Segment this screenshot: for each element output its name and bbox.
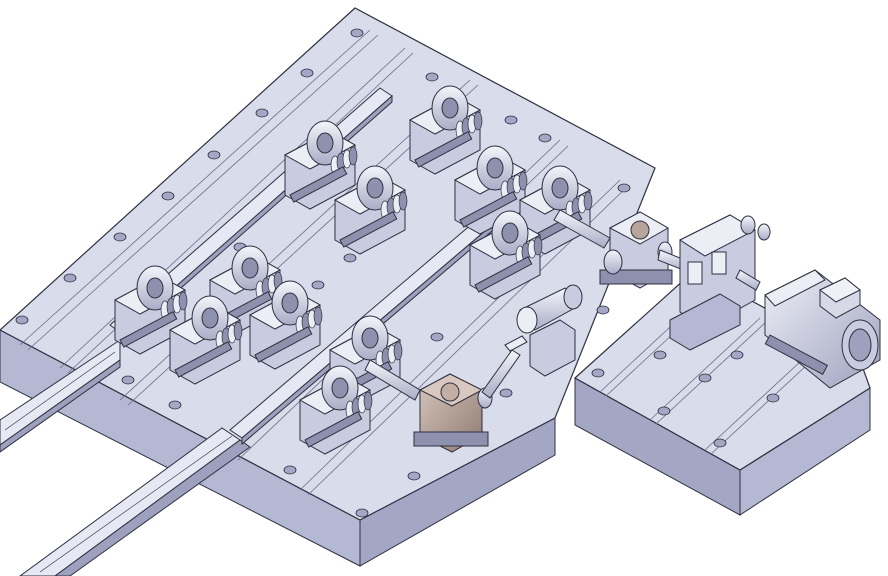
step-plate	[573, 269, 871, 516]
gearbox-upper	[599, 211, 673, 289]
roller-stands	[113, 85, 593, 455]
drive-shafts	[364, 209, 691, 401]
step-plate-top	[573, 269, 871, 471]
roller-stand	[168, 295, 243, 385]
servo-motor	[764, 269, 881, 389]
guide-rails	[0, 339, 251, 576]
roller-stand	[298, 365, 373, 455]
roller-stand	[333, 165, 408, 255]
roller-stand	[283, 120, 358, 210]
roller-stand	[468, 210, 543, 300]
speed-reducer	[669, 214, 771, 351]
roller-stand	[408, 85, 483, 175]
gearbox-lower	[413, 373, 493, 453]
roller-stand	[248, 280, 323, 370]
coupling-cylinder	[504, 284, 583, 377]
guide-rail-lower	[19, 427, 241, 576]
roller-stand	[113, 265, 188, 355]
